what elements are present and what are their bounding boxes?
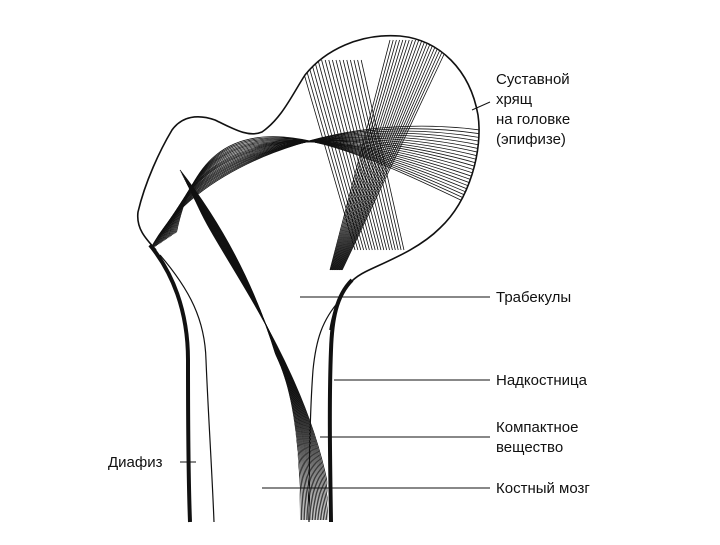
label-cartilage-4: (эпифизе)	[496, 131, 566, 148]
label-marrow: Костный мозг	[496, 480, 590, 497]
label-cartilage-3: на головке	[496, 111, 570, 128]
label-trabeculae: Трабекулы	[496, 289, 571, 306]
label-cartilage-2: хрящ	[496, 91, 532, 108]
label-compact-2: вещество	[496, 439, 563, 456]
label-diaphysis: Диафиз	[108, 454, 163, 471]
label-periosteum: Надкостница	[496, 372, 588, 389]
right-cortex	[330, 280, 352, 522]
label-compact-1: Компактное	[496, 419, 578, 436]
label-cartilage-1: Суставной	[496, 71, 570, 88]
